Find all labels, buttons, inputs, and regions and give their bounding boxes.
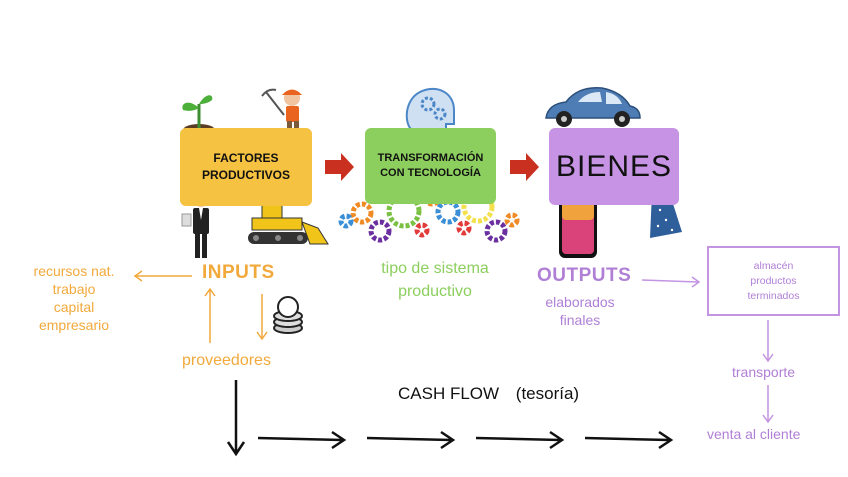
label-line: almacén bbox=[753, 259, 794, 272]
box-label: CON TECNOLOGÍA bbox=[380, 167, 481, 179]
proveedores-label: proveedores bbox=[182, 352, 271, 369]
bulldozer-icon bbox=[248, 204, 329, 245]
arrow-icon bbox=[510, 153, 539, 181]
inputs-label: INPUTS bbox=[202, 262, 275, 283]
box-label: BIENES bbox=[555, 149, 673, 183]
outputs-label: OUTPUTS bbox=[537, 265, 632, 286]
euro-coins-icon bbox=[273, 296, 303, 334]
list-item: recursos nat. bbox=[33, 263, 115, 279]
box-label: TRANSFORMACIÓN bbox=[377, 152, 484, 164]
label-line: productivo bbox=[398, 283, 472, 300]
tesoria-label: (tesoría) bbox=[515, 384, 580, 403]
elaborados-label: elaborados finales bbox=[530, 293, 630, 329]
car-icon bbox=[545, 87, 641, 127]
label-line: elaborados bbox=[545, 294, 615, 310]
box-label: PRODUCTIVOS bbox=[201, 168, 290, 182]
cash-flow-label: CASH FLOW bbox=[398, 384, 500, 403]
tipo-sistema-label: tipo de sistema productivo bbox=[360, 257, 510, 303]
label-line: terminados bbox=[747, 289, 800, 302]
arrow-icon bbox=[325, 153, 354, 181]
factores-productivos-box: FACTORES PRODUCTIVOS bbox=[180, 128, 312, 206]
cash-flow-title: CASH FLOW (tesoría) bbox=[398, 384, 591, 404]
venta-cliente-label: venta al cliente bbox=[707, 426, 801, 442]
bienes-box: BIENES bbox=[549, 128, 679, 205]
almacen-box: almacén productos terminados bbox=[707, 246, 840, 316]
brain-gears-icon bbox=[405, 87, 455, 131]
miner-icon bbox=[261, 88, 302, 135]
transformacion-box: TRANSFORMACIÓN CON TECNOLOGÍA bbox=[365, 128, 496, 204]
list-item: capital bbox=[53, 299, 95, 315]
recursos-list: recursos nat. trabajo capital empresario bbox=[18, 262, 130, 334]
list-item: empresario bbox=[38, 317, 110, 333]
input-arrows bbox=[133, 270, 268, 343]
list-item: trabajo bbox=[52, 281, 96, 297]
cash-flow-arrows bbox=[226, 380, 674, 457]
label-line: finales bbox=[559, 312, 601, 328]
output-arrows bbox=[641, 276, 774, 424]
gears-icon bbox=[338, 185, 520, 243]
label-line: tipo de sistema bbox=[381, 260, 489, 277]
box-label: FACTORES bbox=[213, 151, 279, 165]
label-line: productos bbox=[750, 274, 797, 287]
transporte-label: transporte bbox=[732, 364, 796, 380]
